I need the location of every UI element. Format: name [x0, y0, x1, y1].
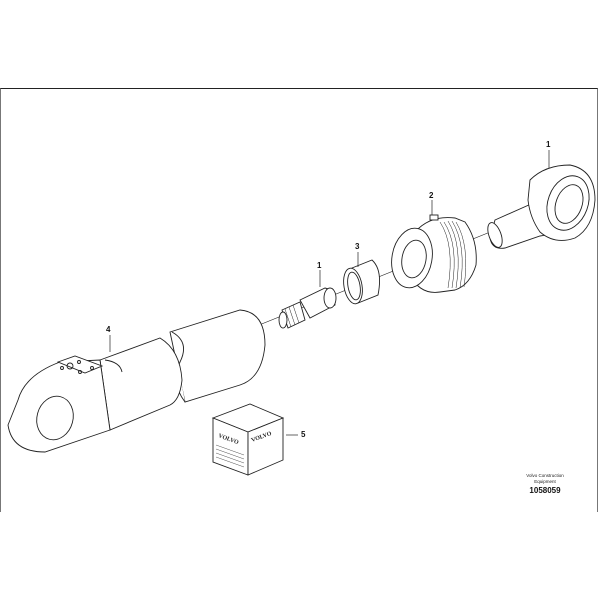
- cylinder-head-part[interactable]: [387, 200, 477, 293]
- cylinder-tube-part[interactable]: [7, 309, 266, 453]
- bushing-part[interactable]: [341, 252, 380, 305]
- callout-1-top: 1: [546, 140, 551, 149]
- callout-3: 3: [355, 242, 360, 251]
- callout-2: 2: [429, 191, 434, 200]
- drawing-number: 1058059: [529, 486, 561, 495]
- footer-brand-line2: Equipment: [534, 479, 556, 484]
- footer-brand-line1: Volvo Construction: [526, 473, 564, 478]
- footer-brand: Volvo Construction Equipment: [510, 473, 580, 485]
- callout-1-mid: 1: [317, 261, 322, 270]
- seal-kit-box[interactable]: VOLVO VOLVO: [211, 403, 298, 476]
- callout-5: 5: [301, 430, 306, 439]
- callout-4: 4: [106, 325, 111, 334]
- drawing-frame: [0, 88, 598, 512]
- rod-eye-part[interactable]: [485, 150, 596, 249]
- piston-rod-end-part[interactable]: [278, 270, 337, 329]
